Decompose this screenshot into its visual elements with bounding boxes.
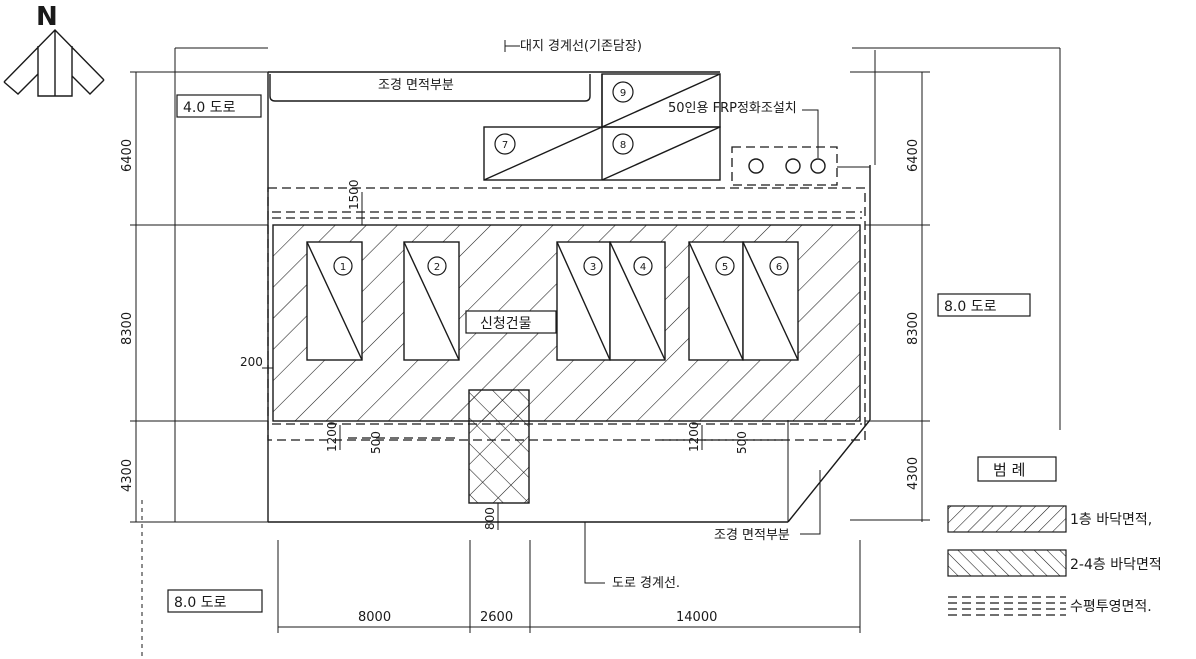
dim-left-top: 6400	[120, 139, 135, 172]
building-label: 신청건물	[480, 316, 532, 332]
road-east-label: 8.0 도로	[944, 299, 997, 315]
dim-right-top: 6400	[906, 139, 921, 172]
legend-swatch-2-4f	[947, 549, 1067, 577]
septic-tank	[731, 109, 870, 186]
dim-500-a: 500	[369, 431, 383, 454]
dim-right-mid: 8300	[906, 312, 921, 345]
dim-1200-a: 1200	[325, 421, 339, 452]
legend-item-1: 1층 바닥면적,	[1070, 512, 1152, 528]
legend: 범 례 1층 바닥면적, 2-4층 바닥면적 수평투영면적.	[947, 456, 1162, 616]
legend-swatch-projection	[948, 596, 1066, 616]
dim-200: 200	[240, 355, 263, 369]
dim-1200-b: 1200	[687, 421, 701, 452]
north-label: N	[36, 2, 58, 32]
dim-left-bot: 4300	[120, 459, 135, 492]
dimension-left: 6400 8300 4300	[120, 72, 268, 523]
small-dimensions: 1500 200 1200 500 1200 500 800	[240, 179, 785, 530]
landscape-top-label: 조경 면적부분	[378, 78, 454, 93]
parking-upper	[483, 73, 721, 181]
projection-area	[267, 187, 866, 441]
road-sw-box	[167, 589, 263, 613]
legend-item-2: 2-4층 바닥면적	[1070, 557, 1162, 573]
road-sw-label: 8.0 도로	[174, 595, 227, 611]
legend-title: 범 례	[993, 461, 1025, 479]
parking-number-markers: 1 2 3 4 5 6 7 8 9	[333, 81, 789, 276]
road-nw-box	[176, 94, 262, 118]
dim-left-mid: 8300	[120, 312, 135, 345]
dim-bottom-3: 14000	[676, 610, 717, 625]
dimension-bottom: 8000 2600 14000	[277, 540, 861, 633]
north-arrow-icon: N	[3, 2, 105, 97]
septic-label: 50인용 FRP정화조설치	[668, 101, 797, 116]
parking-number: 8	[620, 140, 626, 151]
site-boundary-label: 대지 경계선(기존담장)	[520, 39, 642, 54]
building-label-box	[465, 310, 557, 334]
road-boundary-label: 도로 경계선.	[612, 576, 680, 591]
parking-bays	[306, 241, 799, 361]
landscape-strip-top	[269, 74, 591, 102]
parking-number: 1	[340, 262, 346, 273]
dim-1500-top: 1500	[347, 179, 361, 210]
legend-title-box	[977, 456, 1057, 482]
site-boundary	[130, 47, 1061, 523]
parking-number: 5	[722, 262, 728, 273]
dim-800: 800	[483, 507, 497, 530]
site-boundary-leader	[504, 40, 520, 52]
legend-item-3: 수평투영면적.	[1070, 599, 1152, 615]
parking-number: 6	[776, 262, 782, 273]
dim-right-bot: 4300	[906, 457, 921, 490]
road-nw-label: 4.0 도로	[183, 100, 236, 116]
parking-number: 3	[590, 262, 596, 273]
dim-bottom-2: 2600	[480, 610, 513, 625]
dimension-right: 6400 8300 4300	[850, 71, 930, 522]
road-east-box	[937, 293, 1031, 317]
legend-swatch-1f	[947, 505, 1067, 533]
parking-number: 7	[502, 140, 508, 151]
parking-number: 4	[640, 262, 646, 273]
dim-bottom-1: 8000	[358, 610, 391, 625]
parking-number: 2	[434, 262, 440, 273]
parking-number: 9	[620, 88, 626, 99]
landscape-bottom-label: 조경 면적부분	[714, 528, 790, 543]
dim-500-b: 500	[735, 431, 749, 454]
